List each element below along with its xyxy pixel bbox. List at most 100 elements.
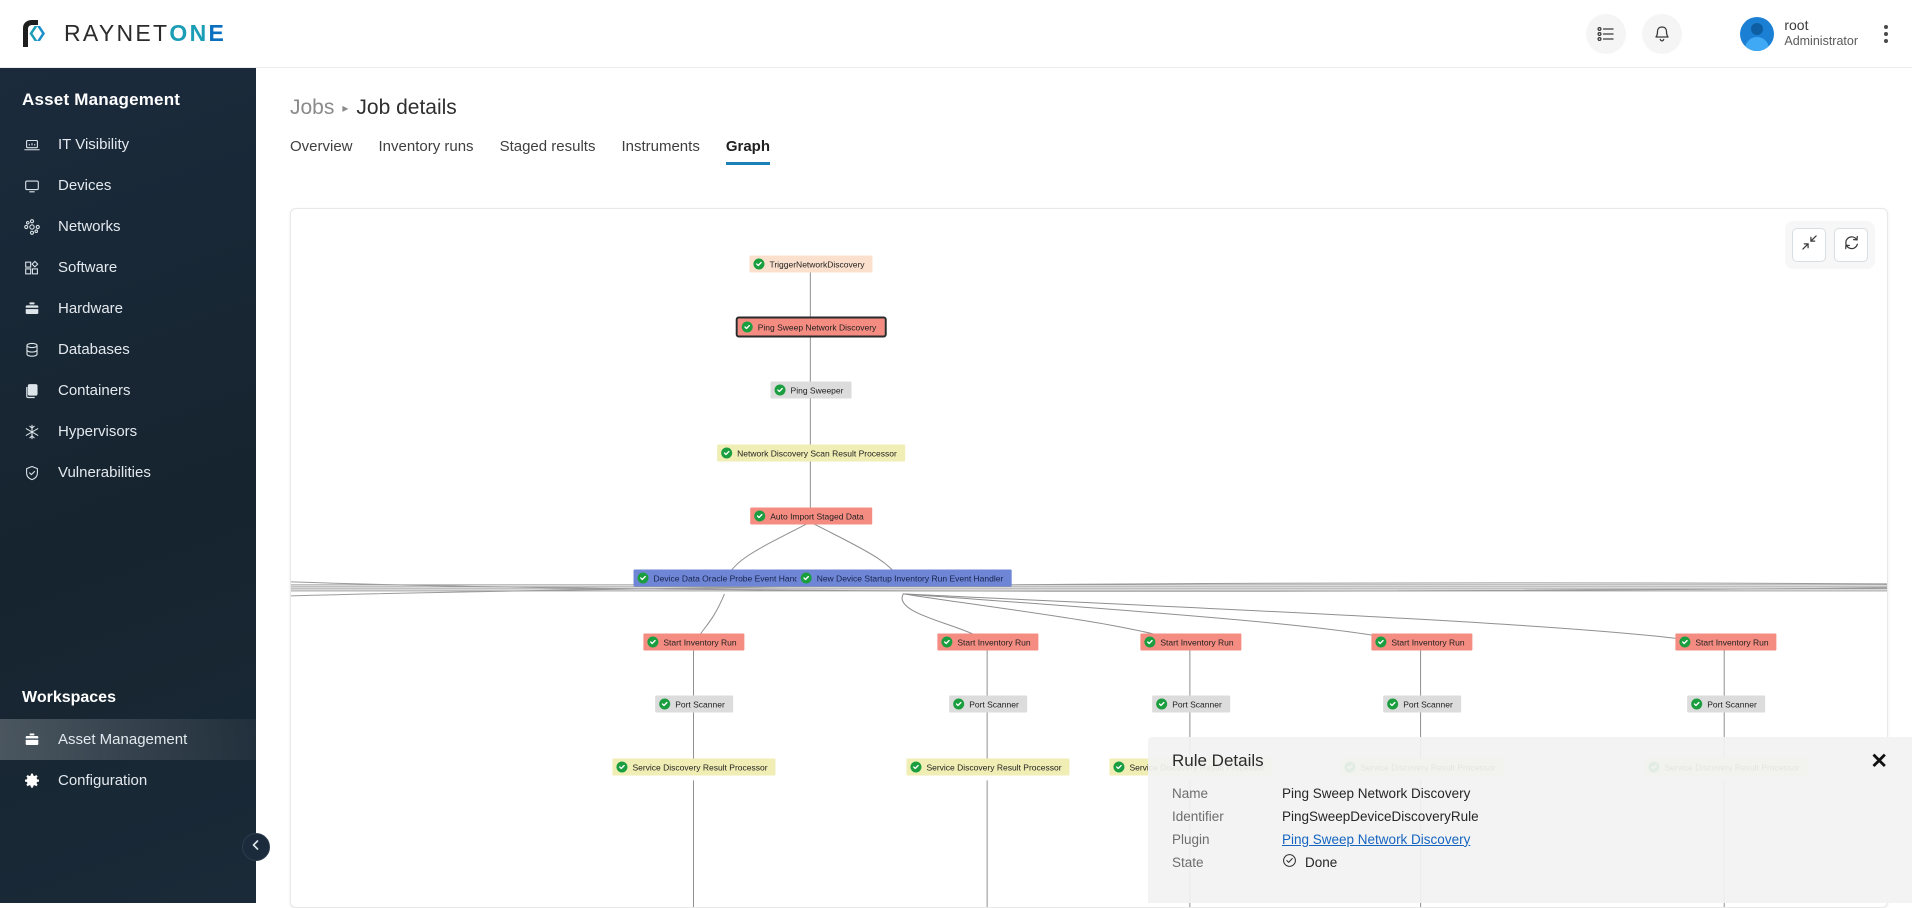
brand-name-accent-1: ON: [169, 20, 209, 46]
shield-check-icon: [22, 463, 42, 483]
graph-node[interactable]: Port Scanner: [1687, 695, 1765, 713]
graph-node-label: Start Inventory Run: [957, 637, 1031, 647]
workspaces-title: Workspaces: [22, 689, 116, 706]
sidebar-item-containers[interactable]: Containers: [0, 370, 256, 411]
user-role: Administrator: [1784, 34, 1858, 49]
sidebar-item-it-visibility[interactable]: IT Visibility: [0, 124, 256, 165]
rule-details-title: Rule Details: [1172, 751, 1264, 770]
tab-inventory-runs[interactable]: Inventory runs: [378, 138, 474, 155]
graph-node-label: New Device Startup Inventory Run Event H…: [816, 573, 1004, 583]
user-name: root: [1784, 16, 1809, 33]
graph-node[interactable]: TriggerNetworkDiscovery: [749, 255, 873, 273]
tab-instruments[interactable]: Instruments: [621, 138, 700, 155]
top-header-bar: RAYNETONE root Administrator: [0, 0, 1912, 68]
briefcase-icon: [22, 730, 42, 750]
graph-node[interactable]: Start Inventory Run: [1371, 633, 1473, 651]
containers-icon: [22, 381, 42, 401]
graph-node[interactable]: Device Data Oracle Probe Event Handler: [633, 569, 817, 587]
sidebar-collapse-button[interactable]: [242, 833, 270, 861]
sidebar-item-label: Software: [58, 259, 118, 276]
graph-node[interactable]: Ping Sweeper: [770, 381, 852, 399]
rule-detail-row: State Done: [1172, 853, 1890, 875]
check-circle-icon: [1691, 698, 1703, 710]
brand-wordmark: RAYNETONE: [64, 20, 226, 47]
sidebar-item-label: Containers: [58, 382, 131, 399]
sidebar-item-hypervisors[interactable]: Hypervisors: [0, 411, 256, 452]
snowflake-icon: [22, 422, 42, 442]
kebab-menu-icon[interactable]: [1874, 17, 1898, 51]
sidebar-item-hardware[interactable]: Hardware: [0, 288, 256, 329]
sidebar-item-label: Networks: [58, 218, 121, 235]
sidebar-title: Asset Management: [22, 90, 181, 109]
page-title: Job details: [356, 96, 457, 119]
status-badge: Done: [1282, 853, 1337, 875]
check-circle-icon: [774, 384, 786, 396]
check-circle-icon: [941, 636, 953, 648]
sidebar-item-label: Devices: [58, 177, 112, 194]
check-circle-icon: [721, 447, 733, 459]
check-circle-icon: [1156, 698, 1168, 710]
graph-node-label: Start Inventory Run: [663, 637, 737, 647]
rule-detail-value: Ping Sweep Network Discovery: [1282, 786, 1471, 801]
check-circle-icon: [910, 761, 922, 773]
sidebar-item-networks[interactable]: Networks: [0, 206, 256, 247]
fit-view-button[interactable]: [1792, 228, 1826, 262]
sidebar-item-label: Hypervisors: [58, 423, 138, 440]
graph-node-label: Port Scanner: [1403, 699, 1453, 709]
sidebar-item-label: Hardware: [58, 300, 124, 317]
sidebar-item-software[interactable]: Software: [0, 247, 256, 288]
tab-staged-results[interactable]: Staged results: [499, 138, 596, 155]
brand-name-accent-2: E: [208, 20, 227, 46]
sidebar-item-label: Databases: [58, 341, 130, 358]
graph-node[interactable]: Port Scanner: [1152, 695, 1230, 713]
check-circle-icon: [647, 636, 659, 648]
sidebar-item-asset-management[interactable]: Asset Management: [0, 719, 256, 760]
user-avatar-icon: [1740, 16, 1775, 51]
refresh-icon: [1843, 234, 1860, 256]
rule-detail-label: Identifier: [1172, 808, 1224, 824]
graph-node[interactable]: Port Scanner: [655, 695, 733, 713]
graph-node[interactable]: Start Inventory Run: [937, 633, 1039, 651]
check-circle-icon: [754, 510, 766, 522]
rule-detail-label: Plugin: [1172, 831, 1210, 847]
graph-node-label: Port Scanner: [1172, 699, 1222, 709]
graph-node[interactable]: Port Scanner: [949, 695, 1027, 713]
graph-node[interactable]: Auto Import Staged Data: [750, 507, 872, 525]
user-menu[interactable]: root Administrator: [1740, 16, 1858, 51]
close-icon[interactable]: ✕: [1870, 750, 1888, 773]
graph-node[interactable]: New Device Startup Inventory Run Event H…: [796, 569, 1012, 587]
rule-plugin-link[interactable]: Ping Sweep Network Discovery: [1282, 831, 1471, 847]
tab-overview[interactable]: Overview: [290, 138, 353, 155]
breadcrumb: Jobs ▸ Job details: [256, 68, 1912, 120]
tab-graph[interactable]: Graph: [725, 138, 771, 165]
graph-node[interactable]: Service Discovery Result Processor: [612, 758, 776, 776]
monitor-icon: [22, 176, 42, 196]
graph-node[interactable]: Start Inventory Run: [643, 633, 745, 651]
reset-layout-button[interactable]: [1834, 228, 1868, 262]
sidebar-item-vulnerabilities[interactable]: Vulnerabilities: [0, 452, 256, 493]
gear-icon: [22, 771, 42, 791]
graph-node[interactable]: Port Scanner: [1383, 695, 1461, 713]
left-sidebar: Asset Management IT Visibility Devices N…: [0, 68, 270, 903]
graph-node-selected[interactable]: Ping Sweep Network Discovery: [735, 316, 887, 338]
sidebar-item-databases[interactable]: Databases: [0, 329, 256, 370]
check-circle-icon: [1144, 636, 1156, 648]
rule-detail-row: Identifier PingSweepDeviceDiscoveryRule: [1172, 807, 1890, 828]
task-list-icon[interactable]: [1586, 13, 1627, 54]
graph-node-label: Start Inventory Run: [1695, 637, 1769, 647]
rule-detail-label: Name: [1172, 786, 1209, 801]
rule-details-panel: Rule Details ✕ Name Ping Sweep Network D…: [1148, 737, 1912, 903]
rule-detail-value: PingSweepDeviceDiscoveryRule: [1282, 808, 1479, 824]
sidebar-item-label: Vulnerabilities: [58, 464, 151, 481]
graph-node[interactable]: Service Discovery Result Processor: [906, 758, 1070, 776]
sidebar-item-configuration[interactable]: Configuration: [0, 760, 256, 801]
sidebar-item-devices[interactable]: Devices: [0, 165, 256, 206]
laptop-icon: [22, 135, 42, 155]
network-icon: [22, 217, 42, 237]
breadcrumb-jobs-link[interactable]: Jobs: [290, 96, 335, 119]
graph-node[interactable]: Start Inventory Run: [1140, 633, 1242, 651]
graph-node[interactable]: Start Inventory Run: [1675, 633, 1777, 651]
brand-logo[interactable]: RAYNETONE: [0, 16, 226, 52]
graph-node[interactable]: Network Discovery Scan Result Processor: [717, 444, 905, 462]
bell-icon[interactable]: [1642, 13, 1683, 54]
